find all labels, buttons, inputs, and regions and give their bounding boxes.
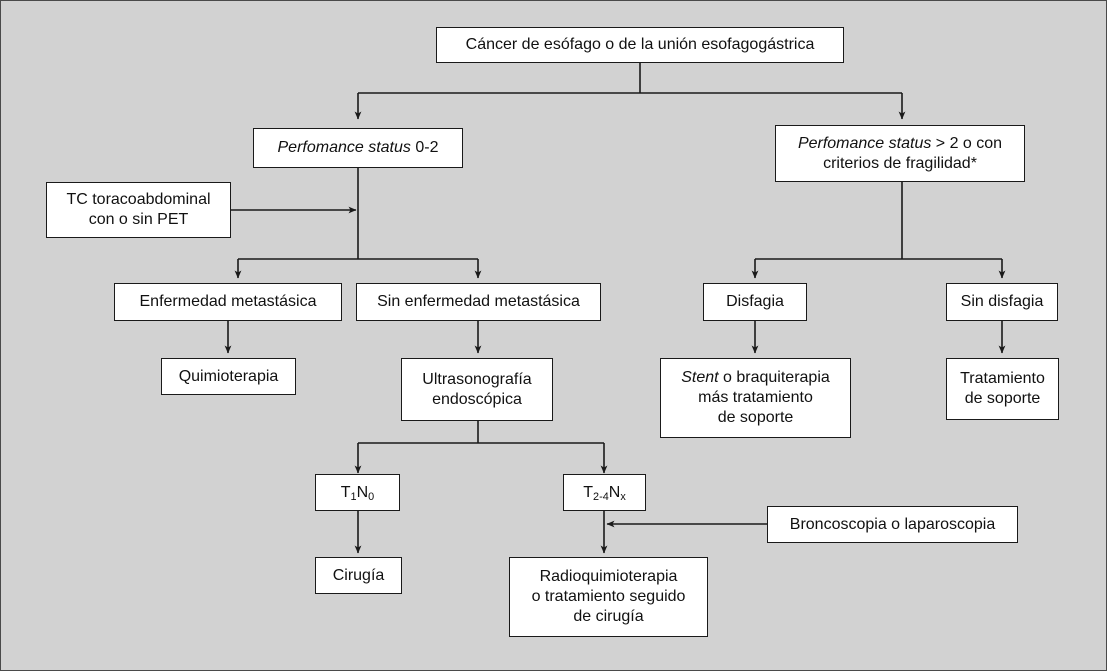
node-ps02-italic: Perfomance status <box>277 139 411 157</box>
node-sin-disfagia[interactable]: Sin disfagia <box>946 283 1058 321</box>
node-disfagia-label: Disfagia <box>726 293 784 311</box>
node-t24nx-t: T <box>583 483 594 501</box>
node-t24nx-n-sub: x <box>620 490 626 503</box>
node-t24nx-label: T2-4Nx <box>583 483 626 503</box>
node-psgt2-rest: > 2 o con criterios de fragilidad* <box>823 134 1003 172</box>
node-quimioterapia[interactable]: Quimioterapia <box>161 358 296 395</box>
node-performance-status-0-2[interactable]: Perfomance status 0-2 <box>253 128 463 168</box>
node-ps02-rest: 0-2 <box>410 139 439 157</box>
node-t24nx-n: N <box>608 483 621 501</box>
node-t1n0-n: N <box>356 483 369 501</box>
node-performance-status-0-2-label: Perfomance status 0-2 <box>278 138 439 158</box>
node-psgt2-italic: Perfomance status <box>797 134 932 152</box>
node-radioquimio-label: Radioquimioterapia o tratamiento seguido… <box>531 568 686 625</box>
node-sin-metastasica-label: Sin enfermedad metastásica <box>377 293 580 311</box>
node-broncoscopia-laparoscopia[interactable]: Broncoscopia o laparoscopia <box>767 506 1018 543</box>
node-t1n0-t-sub: 1 <box>350 490 357 503</box>
node-tratamiento-de-soporte[interactable]: Tratamiento de soporte <box>946 358 1059 420</box>
node-cirugia-label: Cirugía <box>332 566 385 584</box>
node-metastasica-label: Enfermedad metastásica <box>139 293 317 311</box>
node-sin-disfagia-label: Sin disfagia <box>960 293 1044 311</box>
node-quimioterapia-label: Quimioterapia <box>178 367 279 385</box>
node-t2-4nx[interactable]: T2-4Nx <box>563 474 646 511</box>
node-tc-label: TC toracoabdominal con o sin PET <box>66 191 211 228</box>
node-root[interactable]: Cáncer de esófago o de la unión esofagog… <box>436 27 844 63</box>
node-stent-italic: Stent <box>681 369 719 386</box>
node-cirugia[interactable]: Cirugía <box>315 557 402 594</box>
node-root-label: Cáncer de esófago o de la unión esofagog… <box>465 36 815 54</box>
node-performance-status-gt-2[interactable]: Perfomance status > 2 o con criterios de… <box>775 125 1025 182</box>
node-sin-enfermedad-metastasica[interactable]: Sin enfermedad metastásica <box>356 283 601 321</box>
node-t1n0-label: T1N0 <box>341 483 374 503</box>
node-stent-braquiterapia[interactable]: Stent o braquiterapia más tratamiento de… <box>660 358 851 438</box>
node-tratamiento-soporte-label: Tratamiento de soporte <box>960 370 1045 407</box>
node-stent-label: Stent o braquiterapia más tratamiento de… <box>681 368 830 428</box>
node-t1n0-n-sub: 0 <box>368 490 375 503</box>
node-ultrasonografia-endoscopica[interactable]: Ultrasonografía endoscópica <box>401 358 553 421</box>
node-radioquimioterapia[interactable]: Radioquimioterapia o tratamiento seguido… <box>509 557 708 637</box>
node-t1n0[interactable]: T1N0 <box>315 474 400 511</box>
node-broncoscopia-label: Broncoscopia o laparoscopia <box>789 515 996 533</box>
node-t1n0-t: T <box>340 483 351 501</box>
node-t24nx-t-sub: 2-4 <box>593 490 609 503</box>
node-enfermedad-metastasica[interactable]: Enfermedad metastásica <box>114 283 342 321</box>
node-ultrasonografia-label: Ultrasonografía endoscópica <box>422 370 532 408</box>
node-stent-rest: o braquiterapia más tratamiento de sopor… <box>698 369 830 426</box>
node-disfagia[interactable]: Disfagia <box>703 283 807 321</box>
node-tc-toracoabdominal[interactable]: TC toracoabdominal con o sin PET <box>46 182 231 238</box>
node-ps-gt2-label: Perfomance status > 2 o con criterios de… <box>798 134 1002 174</box>
